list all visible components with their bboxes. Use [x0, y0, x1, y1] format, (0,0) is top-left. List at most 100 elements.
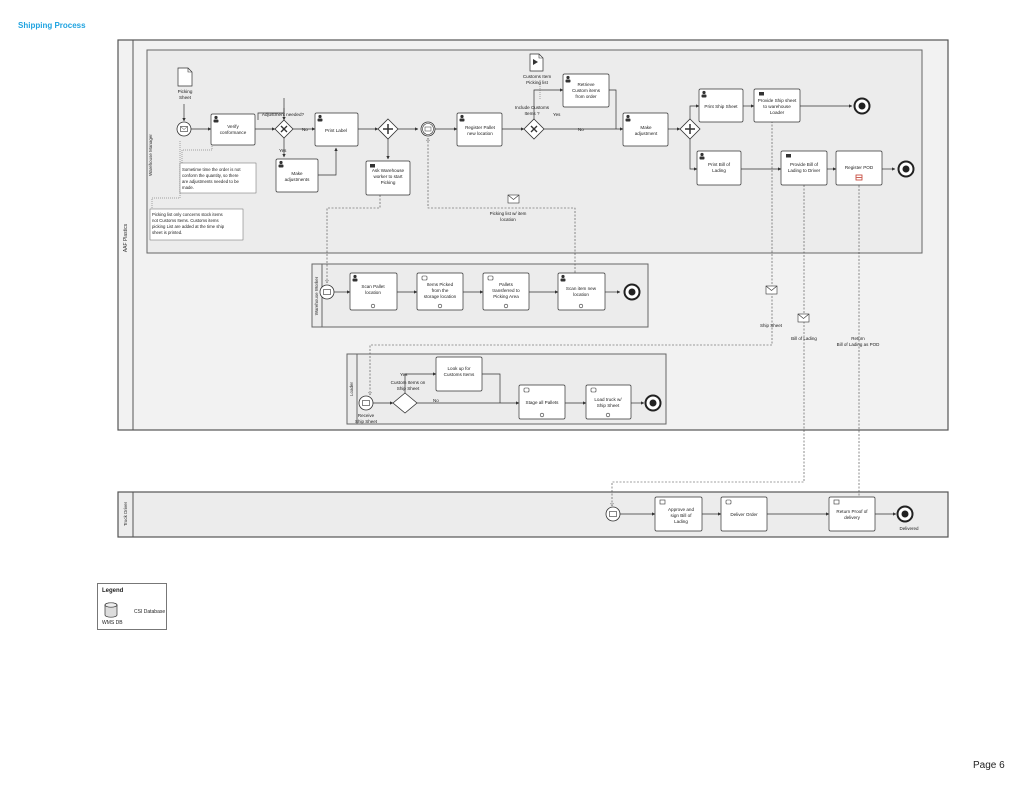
- manual-task-icons: [421, 275, 732, 505]
- label-bill-of-lading: Bill of Lading: [791, 336, 817, 341]
- user-icon: [352, 274, 358, 282]
- lane-wm-label: Warehouse Manager: [148, 134, 153, 176]
- legend-description: CSI Database: [134, 609, 166, 615]
- envelope-icon: [323, 289, 331, 295]
- gateway-adjustment-label: Adjustment needed?: [262, 112, 305, 117]
- task-register-pod-label: Register POD: [845, 165, 874, 170]
- form-task-icons: [659, 499, 840, 505]
- gateway-parallel-2: [679, 118, 701, 140]
- task-stage-all-pallets[interactable]: Stage all Pallets: [518, 384, 566, 420]
- envelope-icon: [362, 400, 370, 406]
- hand-icon: [725, 499, 732, 505]
- end-event-loader: [644, 394, 662, 412]
- message-flows: [327, 121, 859, 506]
- user-task-icons: [213, 75, 707, 282]
- user-icon: [565, 75, 571, 83]
- envelope-icon: [609, 511, 617, 517]
- envelope-icon: [180, 126, 188, 132]
- task-register-pod[interactable]: Register POD: [835, 150, 883, 186]
- start-event-ww: [319, 284, 335, 300]
- loop-markers: [370, 303, 611, 418]
- user-icon: [459, 114, 465, 122]
- send-task-icons: [370, 92, 791, 168]
- form-icon: [833, 499, 840, 505]
- task-stage-pallets-label: Stage all Pallets: [526, 400, 560, 405]
- pool-truck-label: Truck Driver: [123, 501, 128, 526]
- task-print-label[interactable]: Print Label: [314, 112, 359, 147]
- envelope-icon: [370, 164, 375, 168]
- legend-title: Legend: [102, 588, 124, 594]
- legend: Legend CSI Database WMS DB: [97, 583, 167, 630]
- lane-loader-label: Loader: [349, 381, 354, 396]
- label-no-adjustment: No: [302, 127, 308, 132]
- envelope-icon: [786, 154, 791, 158]
- legend-symbol-label: WMS DB: [102, 620, 123, 626]
- task-print-ship-sheet[interactable]: Print Ship Sheet: [698, 88, 744, 123]
- loop-icon: [578, 303, 584, 309]
- loop-icon: [370, 303, 376, 309]
- sequence-flows: [182, 88, 897, 516]
- gateway-parallel-1: [377, 118, 399, 140]
- envelope-icon: [507, 194, 520, 204]
- intermediate-event-message-catch: [420, 121, 436, 137]
- task-load-truck-label: Load truck w/Ship Sheet: [594, 397, 622, 408]
- task-deliver-order[interactable]: Deliver Order: [720, 496, 768, 532]
- start-event-truck: [605, 506, 621, 522]
- gateway-adjustment-needed: Adjustment needed?: [262, 112, 305, 139]
- page-title: Shipping Process: [18, 21, 86, 30]
- end-event-delivered: [896, 505, 914, 523]
- user-icon: [317, 114, 323, 122]
- loop-icon: [539, 412, 545, 418]
- label-no-customs: No: [578, 127, 584, 132]
- envelope-icon: [765, 285, 778, 295]
- loop-icon: [503, 303, 509, 309]
- user-icon: [625, 114, 631, 122]
- label-no-loader: No: [433, 398, 439, 403]
- pool-truck-driver: Truck Driver: [117, 491, 949, 538]
- start-event-message: [176, 121, 192, 137]
- user-icon: [213, 115, 219, 123]
- message-envelopes: [507, 194, 810, 323]
- start-event-loader: [358, 395, 374, 411]
- end-event-ww: [623, 283, 641, 301]
- hand-icon: [421, 275, 428, 281]
- task-load-truck[interactable]: Load truck w/Ship Sheet: [585, 384, 632, 420]
